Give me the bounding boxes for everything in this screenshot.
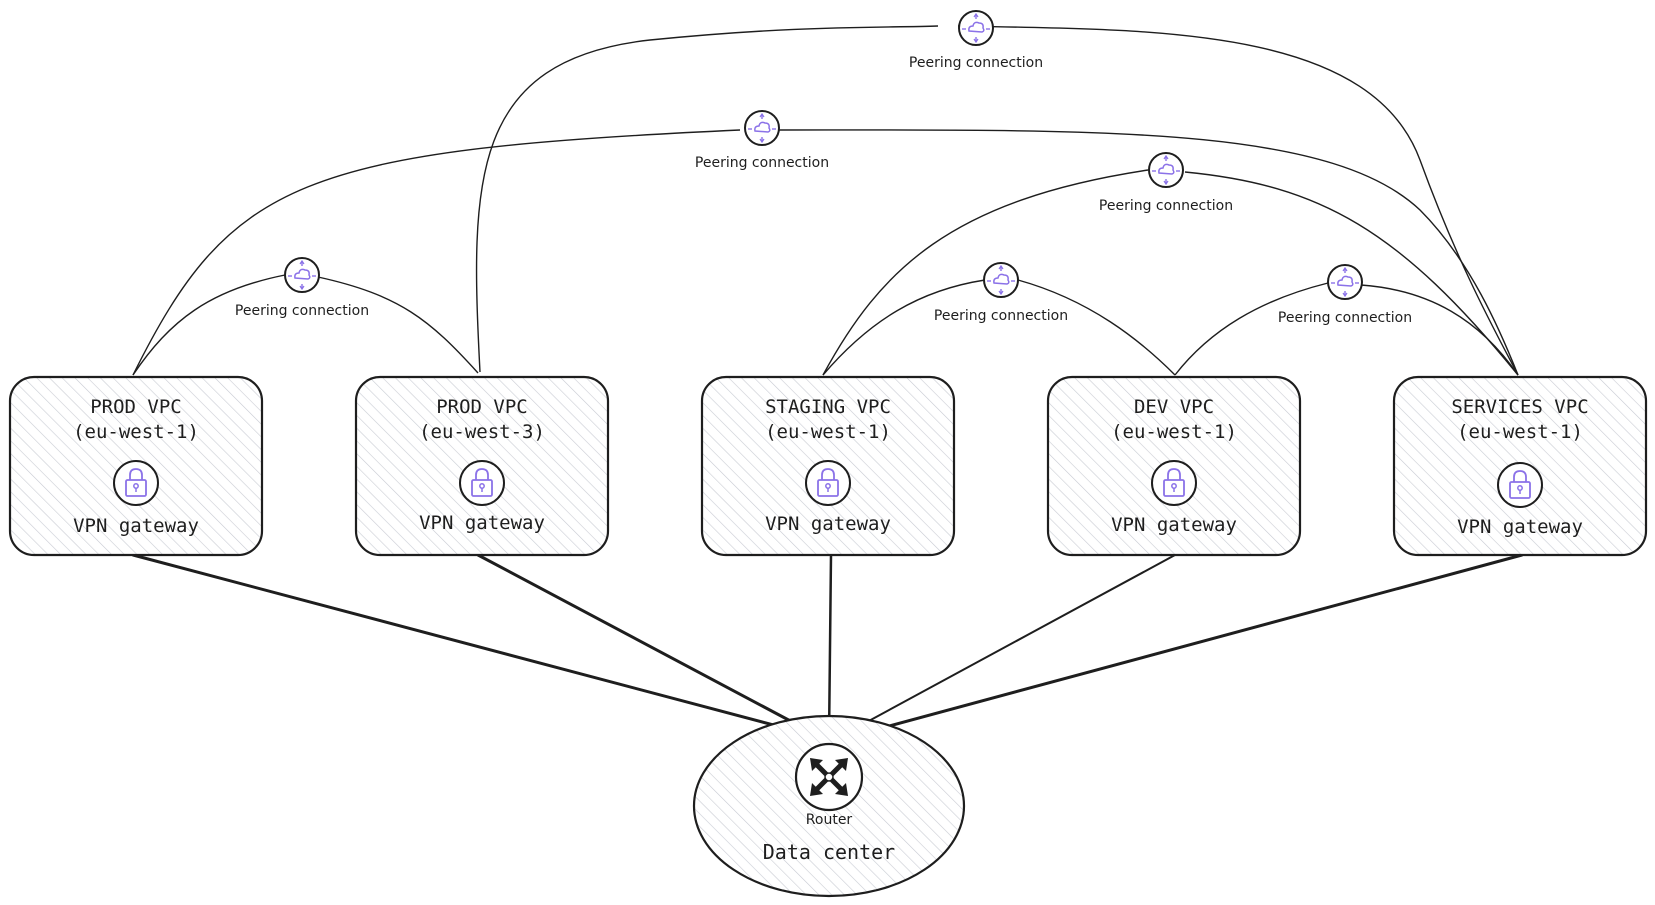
peering-icon <box>744 110 780 146</box>
lock-icon <box>1497 462 1543 508</box>
peering-icon <box>958 10 994 46</box>
peering-link <box>1360 284 1519 376</box>
vpc-title: DEV VPC <box>1134 396 1214 418</box>
datacenter-label: Data center <box>763 840 895 864</box>
router-label: Router <box>806 812 853 828</box>
vpc-gateway-label: VPN gateway <box>419 512 545 534</box>
peering-node: Peering connection <box>1099 152 1233 214</box>
peering-node: Peering connection <box>934 262 1068 324</box>
peering-node: Peering connection <box>695 110 829 171</box>
lock-icon <box>113 460 159 506</box>
vpc-box: PROD VPC (eu-west-1) VPN gateway <box>8 375 264 557</box>
peering-node: Peering connection <box>1278 264 1412 326</box>
vpc-boxes: PROD VPC (eu-west-1) VPN gateway PROD VP… <box>8 375 1648 557</box>
peering-nodes: Peering connection Peering connection Pe… <box>235 10 1412 326</box>
vpc-title: PROD VPC <box>436 396 528 418</box>
peering-label: Peering connection <box>909 55 1043 71</box>
peering-links <box>132 25 1519 376</box>
datacenter: Router Data center <box>692 714 966 898</box>
peering-link <box>1184 171 1519 376</box>
vpn-link <box>476 553 832 744</box>
peering-link <box>1017 279 1176 376</box>
peering-icon <box>1148 152 1184 188</box>
vpc-gateway-label: VPN gateway <box>1457 516 1583 538</box>
vpc-title: PROD VPC <box>90 396 182 418</box>
peering-icon <box>284 257 320 293</box>
vpc-title: SERVICES VPC <box>1451 396 1588 418</box>
vpc-box: DEV VPC (eu-west-1) VPN gateway <box>1046 375 1302 557</box>
peering-label: Peering connection <box>1278 310 1412 326</box>
vpc-region: (eu-west-1) <box>765 421 891 443</box>
peering-label: Peering connection <box>934 308 1068 324</box>
vpc-gateway-label: VPN gateway <box>1111 514 1237 536</box>
vpc-box: PROD VPC (eu-west-3) VPN gateway <box>354 375 610 557</box>
peering-node: Peering connection <box>909 10 1043 71</box>
peering-icon <box>1327 264 1363 300</box>
peering-link <box>822 169 1149 376</box>
vpc-region: (eu-west-3) <box>419 421 545 443</box>
peering-link <box>132 129 741 376</box>
peering-link <box>132 274 286 376</box>
vpc-box: SERVICES VPC (eu-west-1) VPN gateway <box>1392 375 1648 557</box>
vpc-gateway-label: VPN gateway <box>73 515 199 537</box>
vpc-gateway-label: VPN gateway <box>765 513 891 535</box>
vpc-title: STAGING VPC <box>765 396 891 418</box>
peering-node: Peering connection <box>235 257 369 319</box>
router-icon <box>794 742 864 812</box>
vpc-box: STAGING VPC (eu-west-1) VPN gateway <box>700 375 956 557</box>
vpc-region: (eu-west-1) <box>1457 421 1583 443</box>
vpn-links <box>131 553 1524 744</box>
vpn-link <box>828 553 1524 744</box>
lock-icon <box>459 460 505 506</box>
peering-link <box>1174 282 1329 376</box>
peering-link <box>957 25 1519 376</box>
peering-link <box>822 279 986 376</box>
vpn-link <box>827 553 833 742</box>
vpc-region: (eu-west-1) <box>1111 421 1237 443</box>
vpn-link <box>131 553 832 742</box>
peering-label: Peering connection <box>235 303 369 319</box>
peering-link <box>475 25 939 373</box>
lock-icon <box>1151 460 1197 506</box>
peering-link <box>777 129 1519 376</box>
peering-link <box>317 276 479 374</box>
peering-icon <box>983 262 1019 298</box>
lock-icon <box>805 460 851 506</box>
vpn-link <box>829 554 1176 743</box>
peering-label: Peering connection <box>1099 198 1233 214</box>
vpc-region: (eu-west-1) <box>73 421 199 443</box>
peering-label: Peering connection <box>695 155 829 171</box>
